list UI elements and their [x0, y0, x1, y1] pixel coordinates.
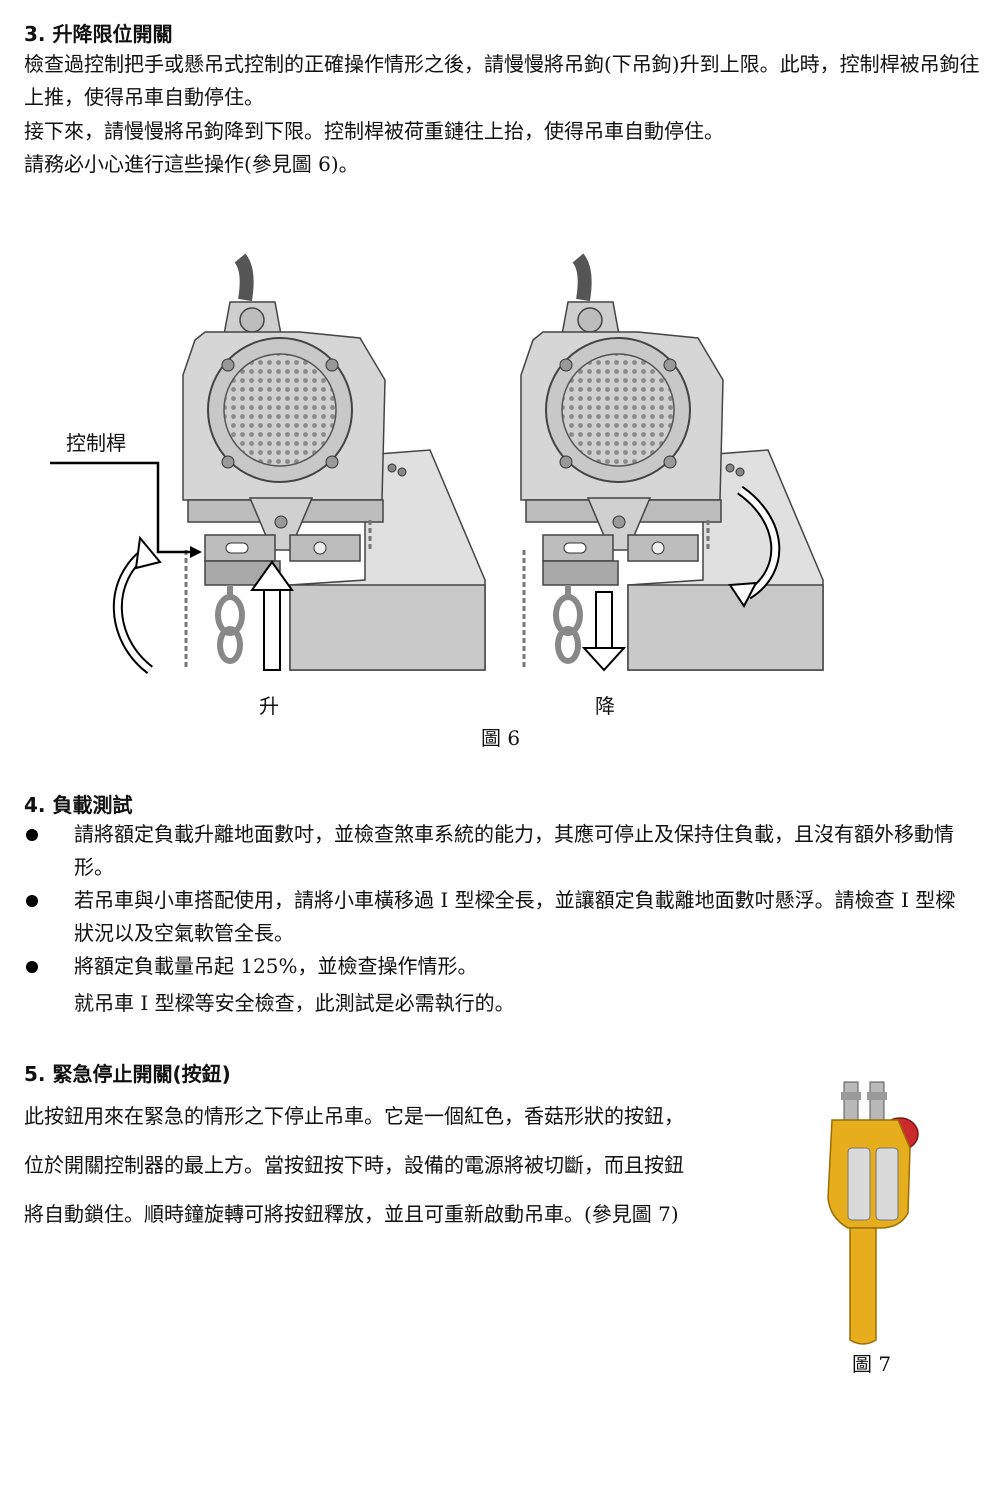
section-5-body: 此按鈕用來在緊急的情形之下停止吊車。它是一個紅色，香菇形狀的按鈕， 位於開關控制… — [24, 1100, 794, 1247]
hoist-limit-switch-illustration — [50, 253, 824, 674]
section-3-heading: 3. 升降限位開關 — [24, 22, 173, 46]
section-3-paragraph-3: 請務必小心進行這些操作(參見圖 6)。 — [24, 152, 359, 176]
hoist-up-position — [50, 253, 486, 674]
bullet-icon — [26, 829, 38, 841]
section-4-heading: 4. 負載測試 — [24, 793, 133, 817]
figure-6-caption: 圖 6 — [481, 726, 521, 750]
section-5-line-1: 此按鈕用來在緊急的情形之下停止吊車。它是一個紅色，香菇形狀的按鈕， — [24, 1104, 684, 1128]
section-3-paragraph-2: 接下來，請慢慢將吊鉤降到下限。控制桿被荷重鏈往上抬，使得吊車自動停住。 — [24, 119, 724, 143]
load-test-note: 就吊車 I 型樑等安全檢查，此測試是必需執行的。 — [74, 991, 515, 1015]
up-label: 升 — [259, 694, 279, 718]
figure-7-caption: 圖 7 — [852, 1352, 892, 1376]
control-lever-label: 控制桿 — [66, 431, 126, 455]
hoist-down-position — [520, 253, 824, 672]
bullet-icon — [26, 895, 38, 907]
section-5-line-2: 位於開關控制器的最上方。當按鈕按下時，設備的電源將被切斷，而且按鈕 — [24, 1153, 684, 1177]
figure-7 — [810, 1078, 930, 1348]
emergency-stop-pendant-illustration — [827, 1081, 919, 1345]
section-5-heading: 5. 緊急停止開關(按鈕) — [24, 1062, 231, 1086]
list-item: 請將額定負載升離地面數吋，並檢查煞車系統的能力，其應可停止及保持住負載，且沒有額… — [24, 818, 974, 884]
down-label: 降 — [595, 694, 615, 718]
list-item: 將額定負載量吊起 125%，並檢查操作情形。 — [24, 950, 974, 983]
list-item: 若吊車與小車搭配使用，請將小車橫移過 I 型樑全長，並讓額定負載離地面數吋懸浮。… — [24, 884, 974, 950]
section-3-paragraph-1: 檢查過控制把手或懸吊式控制的正確操作情形之後，請慢慢將吊鉤(下吊鉤)升到上限。此… — [24, 52, 980, 109]
load-test-list: 請將額定負載升離地面數吋，並檢查煞車系統的能力，其應可停止及保持住負載，且沒有額… — [24, 818, 974, 983]
figure-6: 控制桿 升 降 — [40, 250, 840, 718]
bullet-icon — [26, 961, 38, 973]
section-5-line-3: 將自動鎖住。順時鐘旋轉可將按鈕釋放，並且可重新啟動吊車。(參見圖 7) — [24, 1202, 679, 1226]
